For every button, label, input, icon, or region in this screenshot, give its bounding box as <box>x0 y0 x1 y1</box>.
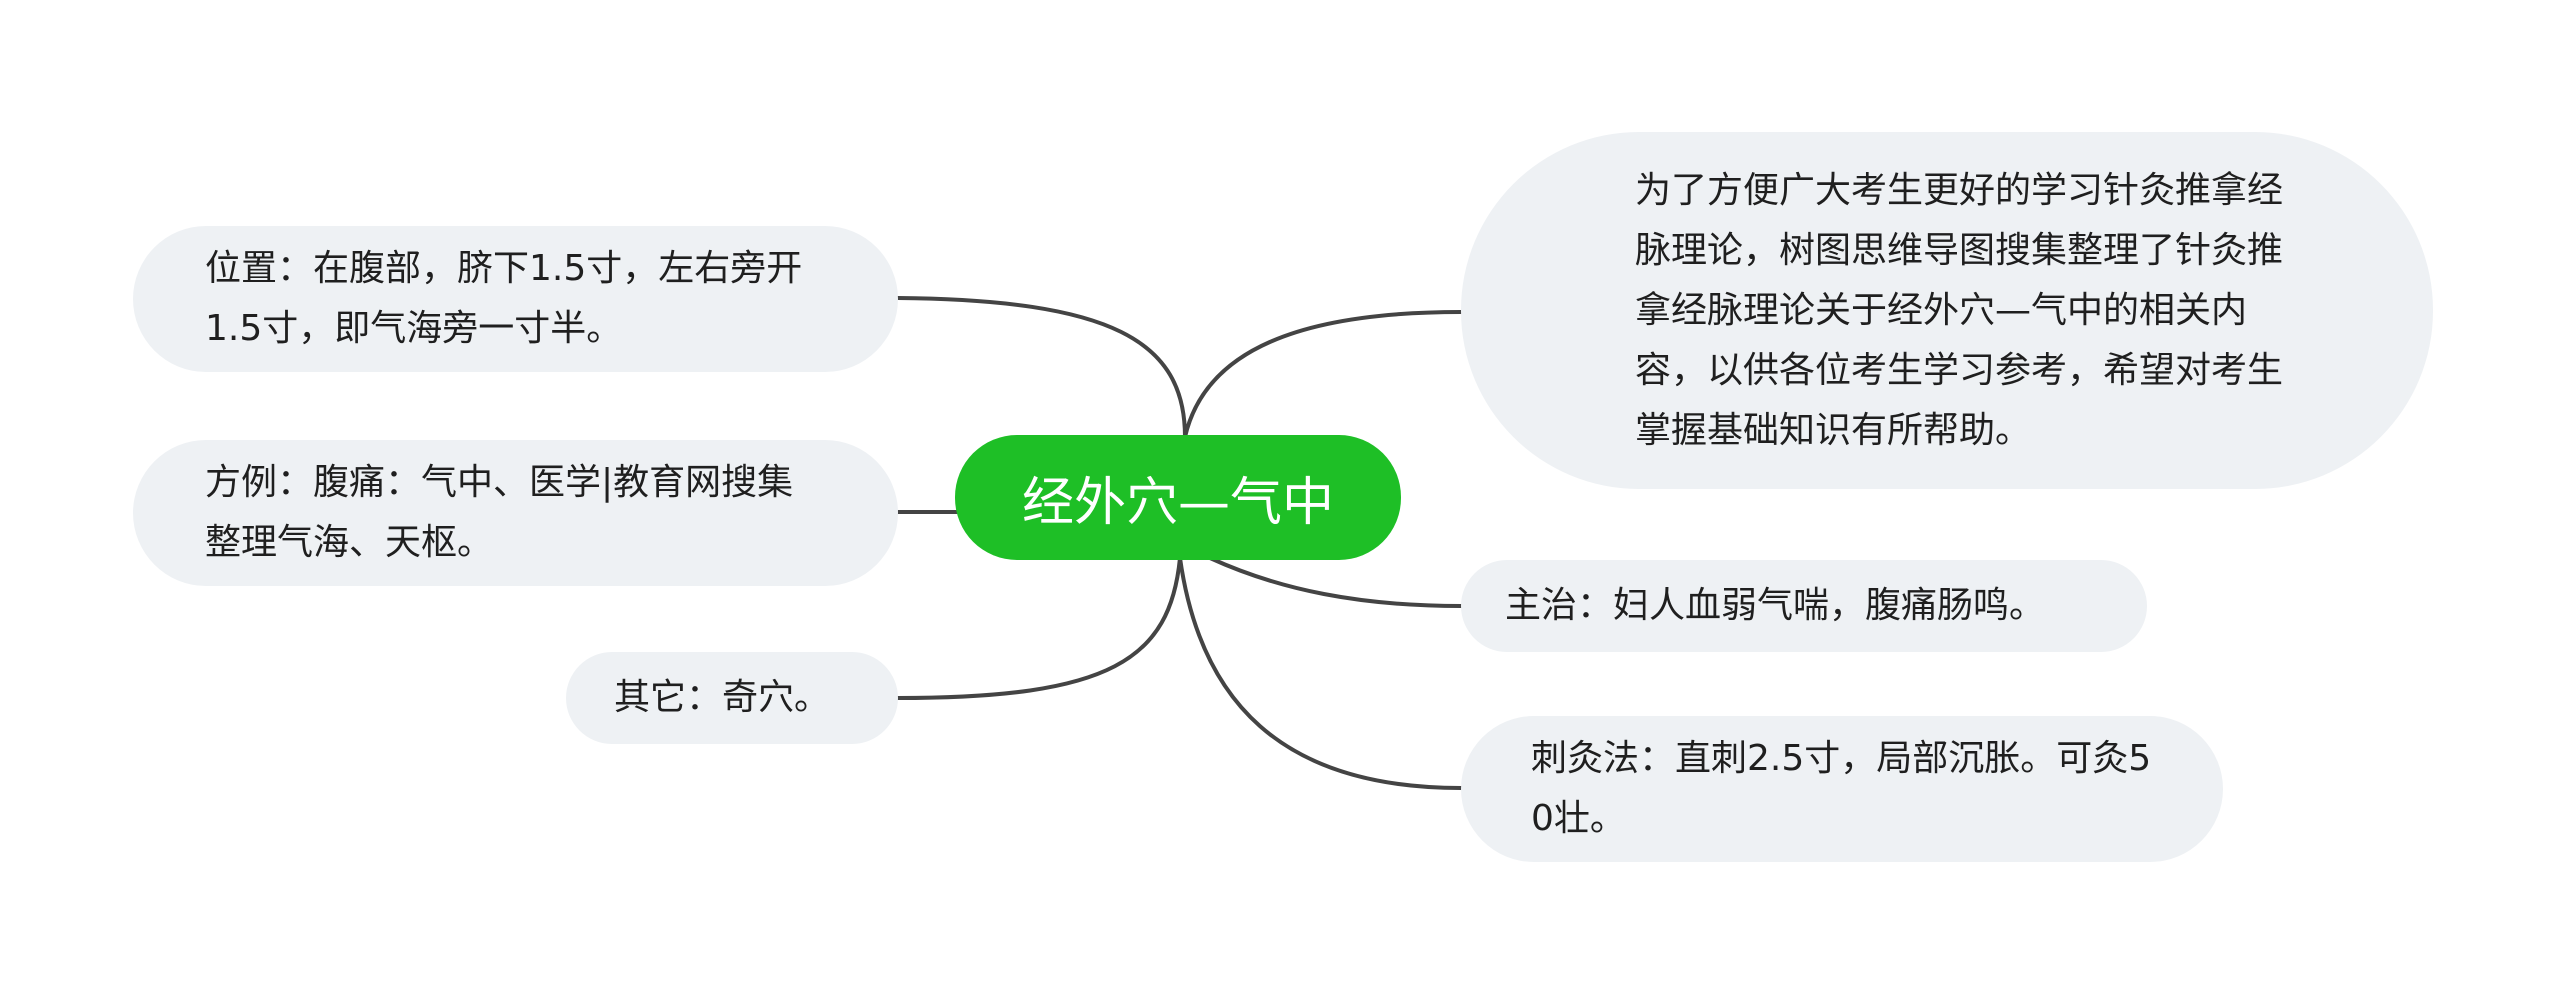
connector-right-2 <box>1208 556 1463 608</box>
central-topic[interactable]: 经外穴—气中 <box>955 435 1401 560</box>
topic-acupuncture-method[interactable]: 刺灸法：直刺2.5寸，局部沉胀。可灸50壮。 <box>1461 716 2223 862</box>
topic-indications-label: 主治：妇人血弱气喘，腹痛肠鸣。 <box>1505 585 2046 626</box>
connector-right-1 <box>1183 310 1463 439</box>
connector-left-3 <box>896 556 1182 700</box>
topic-indications[interactable]: 主治：妇人血弱气喘，腹痛肠鸣。 <box>1461 560 2147 652</box>
topic-other-label: 其它：奇穴。 <box>614 677 831 718</box>
topic-location-label: 位置：在腹部，脐下1.5寸，左右旁开1.5寸，即气海旁一寸半。 <box>205 248 803 349</box>
topic-other[interactable]: 其它：奇穴。 <box>566 652 898 744</box>
connector-left-1 <box>896 296 1187 439</box>
topic-introduction[interactable]: 为了方便广大考生更好的学习针灸推拿经脉理论，树图思维导图搜集整理了针灸推拿经脉理… <box>1461 132 2433 489</box>
topic-introduction-label: 为了方便广大考生更好的学习针灸推拿经脉理论，树图思维导图搜集整理了针灸推拿经脉理… <box>1635 169 2284 451</box>
central-topic-label: 经外穴—气中 <box>1021 473 1334 533</box>
topic-acupuncture-method-label: 刺灸法：直刺2.5寸，局部沉胀。可灸50壮。 <box>1531 738 2152 839</box>
topic-prescription-label: 方例：腹痛：气中、医学|教育网搜集整理气海、天枢。 <box>205 462 794 563</box>
topic-prescription[interactable]: 方例：腹痛：气中、医学|教育网搜集整理气海、天枢。 <box>133 440 898 586</box>
topic-location[interactable]: 位置：在腹部，脐下1.5寸，左右旁开1.5寸，即气海旁一寸半。 <box>133 226 898 372</box>
connector-right-3 <box>1178 556 1463 790</box>
